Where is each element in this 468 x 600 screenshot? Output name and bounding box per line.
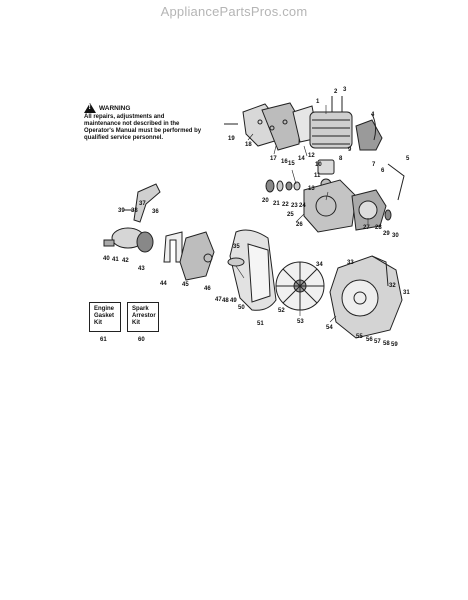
flywheel	[351, 189, 387, 231]
part-number: 30	[392, 233, 399, 239]
kit-label: Spark Arrestor Kit	[132, 306, 156, 326]
part-number: 58	[383, 341, 390, 347]
part-number: 1	[316, 99, 320, 105]
part-number: 31	[403, 290, 410, 296]
part-number: 2	[334, 89, 338, 95]
air-filter-housing	[179, 231, 215, 281]
part-number: 14	[298, 156, 305, 162]
warning-title: WARNING	[99, 104, 131, 112]
part-number: 24	[299, 203, 306, 209]
part-number: 56	[366, 337, 373, 343]
part-number: 45	[182, 282, 189, 288]
muffler-assembly	[224, 102, 319, 151]
throttle-trigger	[124, 183, 161, 223]
leader-lines	[235, 105, 369, 323]
part-number: 21	[273, 201, 280, 207]
blower-volute	[329, 255, 403, 339]
part-number: 22	[282, 202, 289, 208]
part-number: 11	[314, 173, 321, 179]
part-number: 52	[278, 308, 285, 314]
part-number: 5	[406, 156, 410, 162]
blower-housing	[227, 229, 277, 311]
carburetor	[103, 227, 154, 253]
ignition-module	[355, 113, 383, 151]
part-number: 46	[204, 286, 211, 292]
part-number: 32	[389, 283, 396, 289]
part-number: 9	[348, 147, 352, 153]
part-number: 59	[391, 342, 398, 348]
part-number: 57	[374, 339, 381, 345]
part-number: 29	[383, 231, 390, 237]
part-number: 4	[371, 112, 375, 118]
part-number: 18	[245, 142, 252, 148]
part-number: 7	[372, 162, 376, 168]
part-number: 36	[152, 209, 159, 215]
part-number-labels: 1 2 3 4 5 6 7 8 9 10 11 12 13 14 15 16 1…	[103, 87, 410, 348]
part-number: 49	[230, 298, 237, 304]
part-number: 47	[215, 297, 222, 303]
part-number: 34	[316, 262, 323, 268]
spark-arrestor-kit-box: Spark Arrestor Kit	[127, 302, 159, 332]
part-number: 13	[308, 186, 315, 192]
part-number: 20	[262, 198, 269, 204]
part-number: 50	[238, 305, 245, 311]
part-number: 53	[297, 319, 304, 325]
cylinder	[309, 96, 353, 149]
part-number: 10	[315, 162, 322, 168]
part-number: 19	[228, 136, 235, 142]
part-number: 41	[112, 257, 119, 263]
part-number: 12	[308, 153, 315, 159]
part-number: 8	[339, 156, 343, 162]
part-number: 39	[118, 208, 125, 214]
kit-number: 61	[100, 337, 107, 343]
engine-gasket-kit-box: Engine Gasket Kit	[89, 302, 121, 332]
fan-impeller	[275, 261, 325, 311]
part-number: 37	[139, 201, 146, 207]
spark-plug-wire	[387, 163, 405, 201]
part-number: 6	[381, 168, 385, 174]
warning-text: All repairs, adjustments and maintenance…	[84, 114, 202, 141]
crankshaft-parts	[265, 179, 392, 221]
part-number: 51	[257, 321, 264, 327]
site-watermark: AppliancePartsPros.com	[160, 4, 308, 19]
kit-number: 60	[138, 337, 145, 343]
part-number: 55	[356, 334, 363, 340]
part-number: 44	[160, 281, 167, 287]
part-number: 42	[122, 258, 129, 264]
warning-notice: WARNING All repairs, adjustments and mai…	[84, 103, 202, 142]
part-number: 27	[363, 225, 370, 231]
part-number: 33	[347, 260, 354, 266]
part-number: 43	[138, 266, 145, 272]
kit-label: Engine Gasket Kit	[94, 306, 115, 326]
part-number: 16	[281, 159, 288, 165]
part-number: 26	[296, 222, 303, 228]
part-number: 35	[233, 244, 240, 250]
part-number: 25	[287, 212, 294, 218]
part-number: 40	[103, 256, 110, 262]
part-number: 54	[326, 325, 333, 331]
part-number: 23	[291, 203, 298, 209]
part-number: 38	[131, 208, 138, 214]
part-number: 15	[288, 161, 295, 167]
part-number: 48	[222, 298, 229, 304]
crankcase	[303, 179, 357, 233]
part-number: 17	[270, 156, 277, 162]
part-number: 28	[375, 225, 382, 231]
part-number: 3	[343, 87, 347, 93]
warning-triangle-icon	[84, 103, 96, 113]
bracket	[163, 231, 183, 263]
